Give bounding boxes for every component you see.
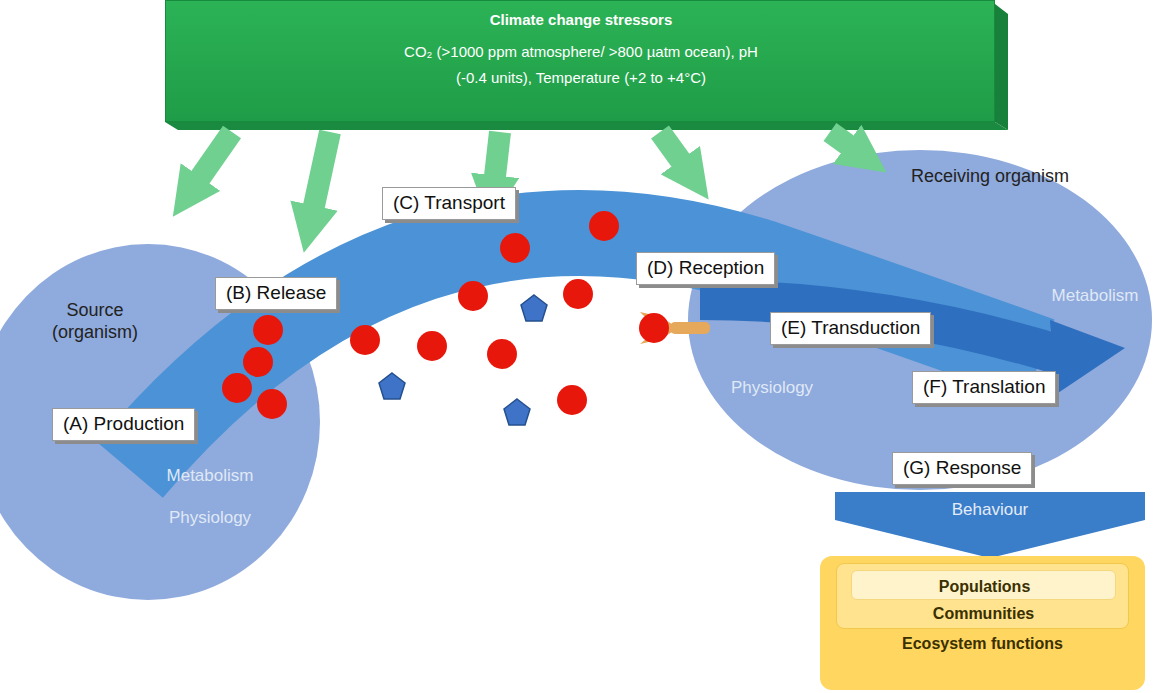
population-box: Populations xyxy=(851,570,1116,600)
signal-band xyxy=(130,233,1040,470)
other-molecules xyxy=(379,295,547,425)
node-heading: Climate change stressors xyxy=(166,11,996,29)
stage-label: (G) Response xyxy=(903,457,1021,478)
process-label: (A) Production xyxy=(52,408,195,441)
process-label: (D) Reception xyxy=(636,252,775,285)
node-text: Metabolism xyxy=(1040,286,1150,306)
process-label: (F) Translation xyxy=(912,371,1056,404)
node-heading: Receiving organism xyxy=(880,166,1100,188)
node-heading: Ecosystem functions xyxy=(820,634,1145,653)
node-text: Metabolism xyxy=(140,466,280,486)
internal-flow xyxy=(700,300,1060,355)
process-label: (C) Transport xyxy=(382,187,516,220)
stage-label: (C) Transport xyxy=(393,192,505,213)
process-label: (G) Response xyxy=(892,452,1032,485)
receiving-organism: Receiving organismMetabolismPhysiology (E… xyxy=(690,150,1150,490)
stage-label: (E) Transduction xyxy=(781,317,920,338)
box-bottom xyxy=(165,122,1008,130)
receptor xyxy=(640,312,710,344)
stressor-box: Climate change stressorsCO₂ (>1000 ppm a… xyxy=(165,0,995,122)
signal-molecules xyxy=(222,211,669,419)
box-side xyxy=(995,4,1008,130)
stage-label: (F) Translation xyxy=(923,376,1045,397)
receiving-ellipse xyxy=(688,150,1152,490)
node-text: Physiology xyxy=(140,508,280,528)
stage-label: (D) Reception xyxy=(647,257,764,278)
node-heading: Behaviour xyxy=(835,500,1145,520)
behaviour-arrow: Behaviour xyxy=(835,492,1145,558)
stage-label: (B) Release xyxy=(226,282,326,303)
node-heading: Populations xyxy=(852,577,1117,596)
node-text: Physiology xyxy=(712,378,832,398)
stage-label: (A) Production xyxy=(63,413,184,434)
ecosystem-box: Ecosystem functions Communities Population… xyxy=(820,556,1145,690)
node-text: CO₂ (>1000 ppm atmosphere/ >800 µatm oce… xyxy=(404,39,758,90)
flow-head xyxy=(1050,320,1125,395)
process-label: (B) Release xyxy=(215,277,337,310)
node-heading: Source (organism) xyxy=(40,300,150,343)
process-label: (E) Transduction xyxy=(770,312,931,345)
node-heading: Communities xyxy=(837,604,1130,623)
community-box: Communities Populations xyxy=(836,563,1129,629)
